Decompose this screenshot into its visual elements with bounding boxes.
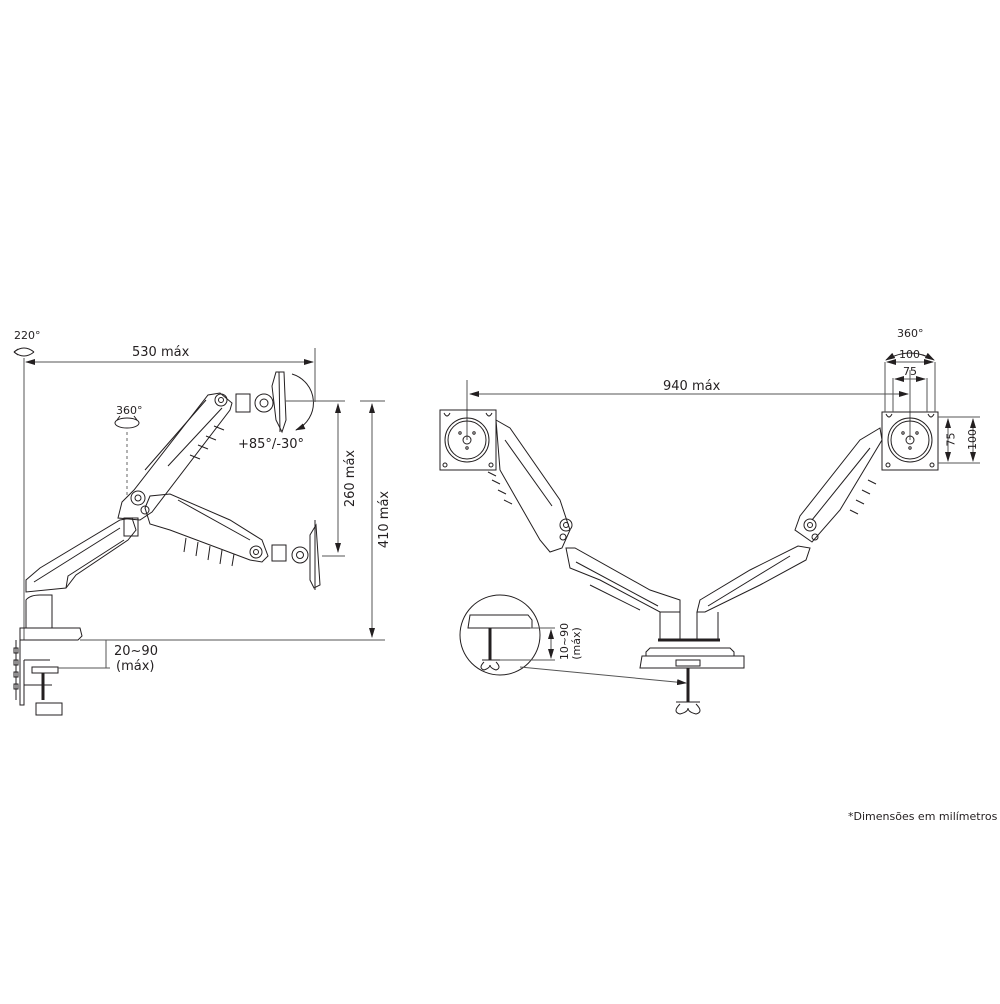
spring-ribs-upper bbox=[189, 425, 225, 460]
vesa-vertical-100-label: 100 bbox=[966, 429, 979, 450]
vesa-plate-right bbox=[881, 411, 939, 471]
clamp-thickness-label: 20~90 bbox=[114, 644, 158, 659]
arm-rotation-label: 360° bbox=[116, 404, 143, 417]
single-arm-view bbox=[13, 347, 385, 716]
max-reach-label: 530 máx bbox=[132, 345, 190, 360]
footnote: *Dimensões em milímetros bbox=[848, 810, 998, 823]
tilt-range-label: +85°/-30° bbox=[238, 437, 305, 452]
vesa-plate-left bbox=[439, 409, 497, 471]
vesa-vertical-75-label: 75 bbox=[944, 432, 958, 447]
vesa-rotation-label: 360° bbox=[897, 327, 924, 340]
grommet-detail-circle bbox=[459, 594, 541, 676]
spring-ribs-right bbox=[849, 479, 877, 515]
height-adjust-label: 260 máx bbox=[343, 449, 359, 508]
clamp-thickness-unit: (máx) bbox=[116, 659, 155, 674]
rotation-220-icon bbox=[13, 347, 35, 357]
grommet-thickness-unit: (máx) bbox=[569, 627, 583, 660]
spring-ribs-left bbox=[487, 471, 513, 505]
clamp-side-pips bbox=[13, 647, 19, 690]
max-span-label: 940 máx bbox=[663, 379, 721, 394]
dual-arm-view bbox=[439, 352, 980, 715]
vesa-horizontal-100-label: 100 bbox=[899, 348, 920, 361]
grommet-thickness-label: 10~90 bbox=[558, 622, 572, 661]
spring-ribs-lower bbox=[183, 537, 235, 567]
vesa-horizontal-75-label: 75 bbox=[903, 365, 917, 378]
base-rotation-label: 220° bbox=[14, 329, 41, 342]
rotation-360-icon bbox=[114, 415, 140, 429]
total-height-label: 410 máx bbox=[377, 490, 393, 549]
